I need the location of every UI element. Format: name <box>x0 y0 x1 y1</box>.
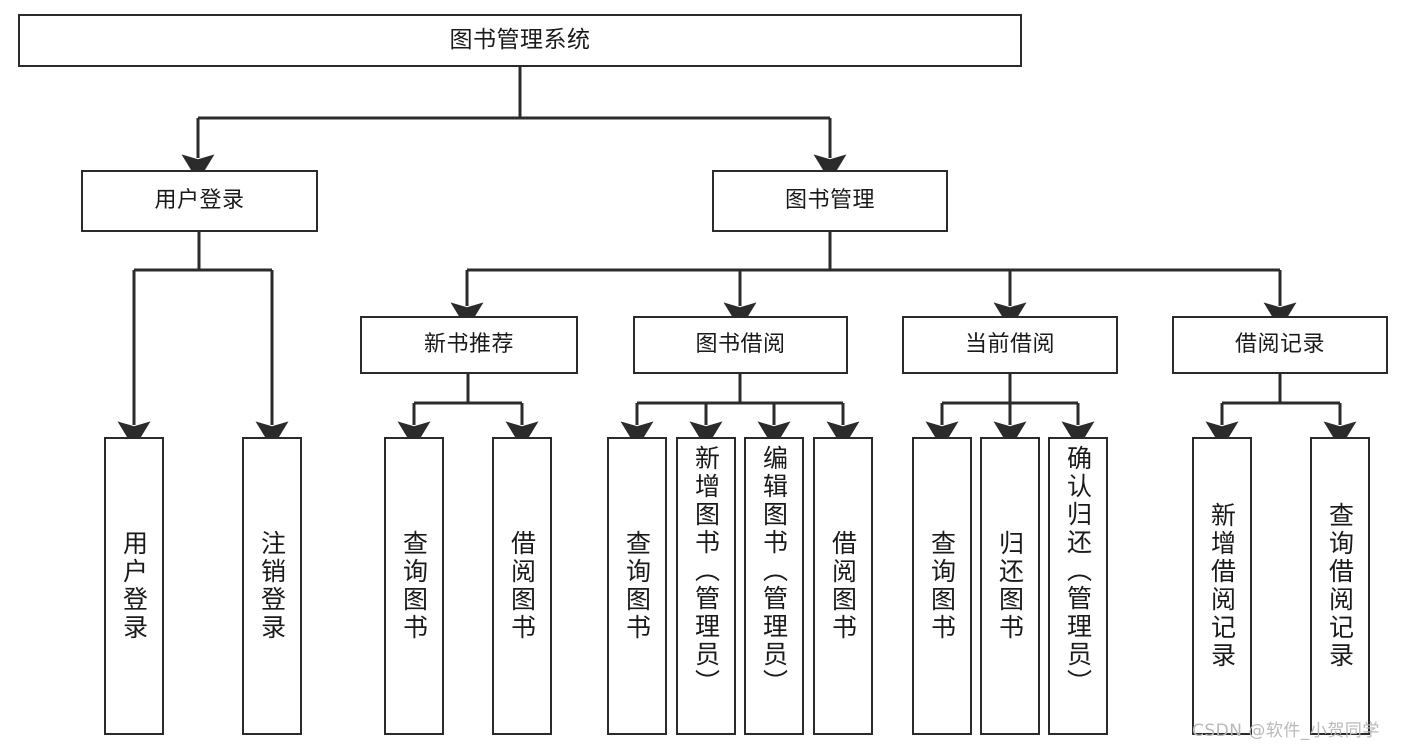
node-label: 查询借阅记录 <box>1325 502 1355 670</box>
node-label: 归还图书 <box>995 530 1025 642</box>
node-label: 确认归还（管理员） <box>1063 445 1093 697</box>
node-leaf-edit-book[interactable]: 编辑图书（管理员） <box>744 437 804 735</box>
node-label: 用户登录 <box>119 530 149 642</box>
node-label: 注销登录 <box>257 530 287 642</box>
node-user-login[interactable]: 用户登录 <box>81 170 318 232</box>
node-label: 图书管理系统 <box>449 26 591 53</box>
node-label: 借阅图书 <box>828 530 858 642</box>
node-root-system[interactable]: 图书管理系统 <box>18 14 1022 67</box>
node-label: 新书推荐 <box>423 332 514 358</box>
node-leaf-query-book-1[interactable]: 查询图书 <box>384 437 444 735</box>
node-leaf-confirm-return[interactable]: 确认归还（管理员） <box>1048 437 1108 735</box>
node-leaf-add-book[interactable]: 新增图书（管理员） <box>676 437 736 735</box>
node-label: 图书管理 <box>784 188 875 214</box>
node-leaf-borrow-book-1[interactable]: 借阅图书 <box>492 437 552 735</box>
node-leaf-user-login[interactable]: 用户登录 <box>104 437 164 735</box>
node-label: 查询图书 <box>927 530 957 642</box>
node-label: 借阅记录 <box>1234 332 1325 358</box>
node-label: 查询图书 <box>622 530 652 642</box>
node-label: 查询图书 <box>399 530 429 642</box>
node-label: 用户登录 <box>154 188 245 214</box>
node-label: 图书借阅 <box>695 332 786 358</box>
node-label: 新增借阅记录 <box>1207 502 1237 670</box>
node-label: 编辑图书（管理员） <box>759 445 789 697</box>
node-leaf-query-record[interactable]: 查询借阅记录 <box>1310 437 1370 735</box>
node-leaf-query-book-3[interactable]: 查询图书 <box>912 437 972 735</box>
node-book-borrow[interactable]: 图书借阅 <box>633 316 848 374</box>
csdn-watermark: CSDN @软件_小贺同学 <box>1192 721 1380 741</box>
node-label: 借阅图书 <box>507 530 537 642</box>
node-leaf-user-logout[interactable]: 注销登录 <box>242 437 302 735</box>
node-leaf-borrow-book-2[interactable]: 借阅图书 <box>813 437 873 735</box>
node-current-borrow[interactable]: 当前借阅 <box>902 316 1118 374</box>
node-leaf-return-book[interactable]: 归还图书 <box>980 437 1040 735</box>
node-label: 当前借阅 <box>964 332 1055 358</box>
node-new-book-recommend[interactable]: 新书推荐 <box>360 316 578 374</box>
node-leaf-query-book-2[interactable]: 查询图书 <box>607 437 667 735</box>
node-label: 新增图书（管理员） <box>691 445 721 697</box>
node-borrow-record[interactable]: 借阅记录 <box>1172 316 1388 374</box>
node-leaf-add-record[interactable]: 新增借阅记录 <box>1192 437 1252 735</box>
node-book-manage[interactable]: 图书管理 <box>712 170 948 232</box>
